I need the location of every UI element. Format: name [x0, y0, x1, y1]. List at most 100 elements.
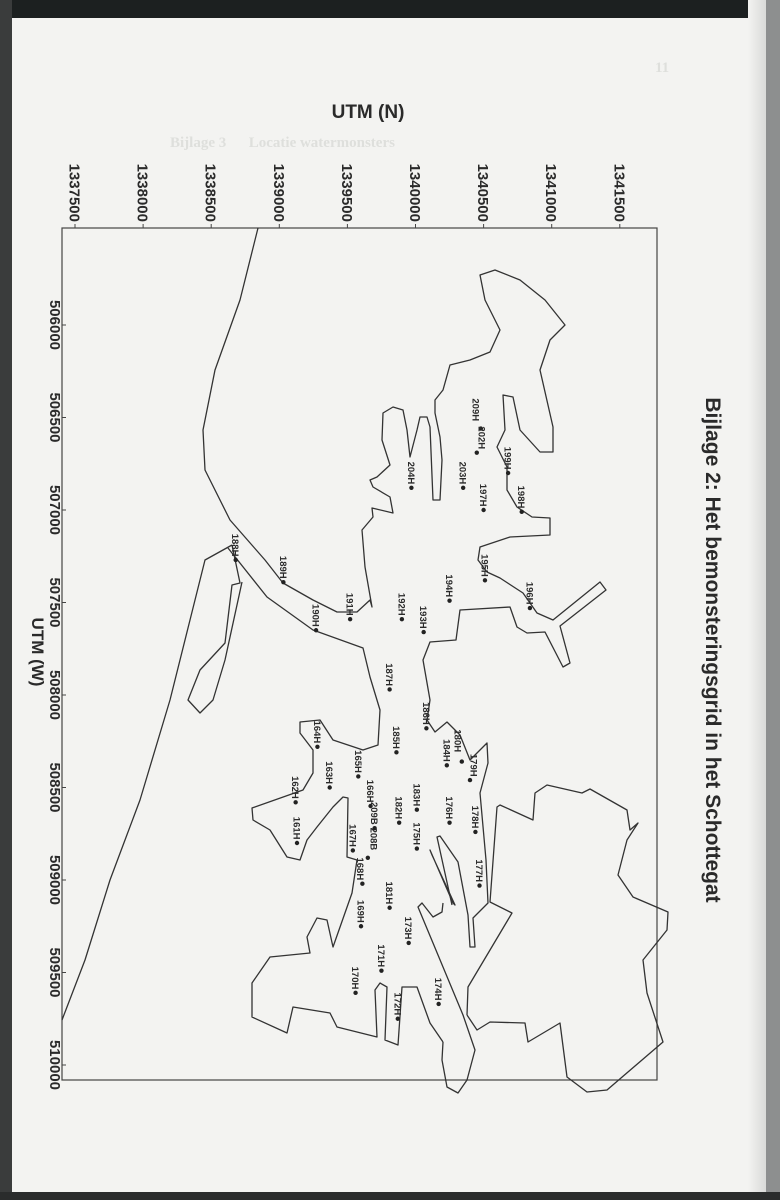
sample-point-label: 209B — [368, 802, 379, 825]
sample-point: 195H — [478, 554, 489, 583]
sample-point-label: 184H — [440, 739, 451, 762]
west-tick-label: 507000 — [46, 485, 63, 535]
sample-point: 186H — [420, 702, 431, 731]
sample-point-dot — [421, 629, 426, 635]
sample-point-dot — [358, 924, 364, 929]
west-tick-label: 507500 — [46, 577, 63, 627]
sample-point-label: 191H — [344, 593, 355, 616]
sample-point-dot — [482, 578, 488, 583]
sample-point-label: 179H — [467, 754, 478, 777]
sample-point: 174H — [432, 978, 443, 1007]
sample-point-dot — [477, 883, 482, 888]
sample-point-dot — [399, 616, 405, 622]
sample-point-label: 192H — [395, 593, 406, 616]
scan-bottom-edge — [0, 1192, 780, 1200]
west-tick-label: 506500 — [46, 392, 63, 442]
sample-point-dot — [414, 846, 420, 851]
sample-point: 199H — [502, 447, 513, 476]
sample-point-label: 173H — [402, 917, 413, 940]
sample-point: 162H — [289, 776, 300, 805]
sample-point: 177H — [473, 859, 484, 888]
sample-point: 182H — [393, 796, 404, 825]
sample-point: 187H — [383, 663, 394, 692]
sample-point-label: 162H — [289, 776, 300, 799]
scan-left-edge — [0, 0, 12, 1200]
sample-point-dot — [424, 726, 429, 731]
sample-point: 172H — [391, 993, 402, 1021]
sample-point: 185H — [390, 726, 401, 755]
sample-point-label: 188H — [229, 534, 240, 557]
sample-point-dot — [436, 1001, 441, 1007]
sample-point-dot — [505, 470, 511, 476]
north-axis-label: UTM (N) — [332, 102, 405, 123]
west-axis-label: UTM (W) — [28, 618, 47, 687]
north-tick-label: 1340000 — [406, 164, 423, 222]
axis-ticks: 1337500 1338000 1338500 1339000 1339500 13400… — [46, 164, 627, 1090]
sample-point-label: 183H — [410, 783, 421, 806]
sample-point-dot — [379, 968, 384, 973]
bleed-through-page-number: 11 — [655, 60, 669, 76]
sample-point: 184H — [440, 739, 451, 768]
sample-point-label: 168H — [354, 857, 365, 880]
sample-point: 198H — [515, 486, 526, 515]
north-tick-label: 1337500 — [66, 164, 83, 222]
bleed-through-heading: Bijlage 3 Locatie watermonsters — [170, 135, 395, 151]
sample-point-label: 171H — [375, 944, 386, 967]
sample-point-label: 169H — [355, 900, 366, 923]
sample-point-label: 196H — [523, 582, 534, 605]
sample-point-dot — [233, 557, 238, 563]
sample-point-dot — [281, 579, 286, 585]
sample-point-dot — [313, 628, 319, 633]
sample-point-dot — [387, 905, 392, 910]
west-tick-label: 508500 — [46, 762, 63, 812]
sample-point-label: 190H — [310, 604, 321, 627]
sample-point-label: 167H — [346, 824, 357, 847]
map-title: Bijlage 2: Het bemonsteringsgrid in het … — [701, 397, 724, 902]
sample-point-dot — [387, 687, 392, 692]
coastline-southeast — [227, 547, 444, 1046]
north-tick-label: 1338500 — [202, 164, 219, 222]
sample-point-label: 164H — [311, 721, 322, 744]
sample-point: 171H — [375, 944, 386, 973]
sample-point: 204H — [405, 462, 416, 490]
sample-point-dot — [360, 881, 365, 886]
north-tick-label: 1338000 — [134, 164, 151, 222]
sample-point: 166H — [364, 780, 375, 809]
sample-point: 193H — [417, 606, 428, 635]
sample-point: 163H — [323, 761, 334, 790]
sample-point-dot — [406, 940, 411, 946]
sample-point-label: 175H — [410, 822, 421, 845]
sample-point-dot — [394, 750, 399, 755]
sample-point: 202H — [474, 426, 486, 455]
sample-point-dot — [519, 509, 524, 515]
sample-point-label: 193H — [417, 606, 428, 629]
sample-point: 192H — [395, 593, 406, 622]
coastline — [61, 227, 669, 1094]
sample-point-label: 187H — [383, 663, 394, 686]
west-tick-label: 509500 — [46, 947, 63, 997]
sample-point-label: 165H — [352, 750, 363, 773]
sample-point: 183H — [410, 783, 421, 812]
sample-point-label: 195H — [478, 554, 489, 577]
north-tick-label: 1339500 — [338, 164, 355, 222]
sample-point-label: 203H — [457, 462, 468, 485]
north-tick-label: 1341500 — [610, 164, 627, 222]
sample-point: 161H — [291, 817, 302, 846]
sample-point-dot — [372, 826, 377, 831]
sample-point-label: 194H — [443, 574, 454, 597]
sample-point: 169H — [355, 900, 366, 929]
sample-point-label: 176H — [443, 796, 454, 819]
sample-point-dot — [294, 840, 300, 846]
sample-point-dot — [409, 485, 414, 490]
sample-point: 175H — [410, 822, 421, 851]
sample-point-label: 178H — [469, 806, 480, 829]
coastline-lagoon — [187, 544, 243, 714]
sample-points: 209H202H199H198H203H197H204H195H196H194H… — [229, 398, 534, 1021]
sample-point-dot — [447, 820, 452, 825]
west-tick-label: 506000 — [46, 300, 63, 350]
west-tick-label: 509000 — [46, 855, 63, 905]
sample-point-label: 180H — [451, 729, 462, 752]
north-tick-label: 1339000 — [270, 164, 287, 222]
sample-point: 208B — [365, 828, 378, 860]
sample-point-dot — [460, 485, 466, 490]
